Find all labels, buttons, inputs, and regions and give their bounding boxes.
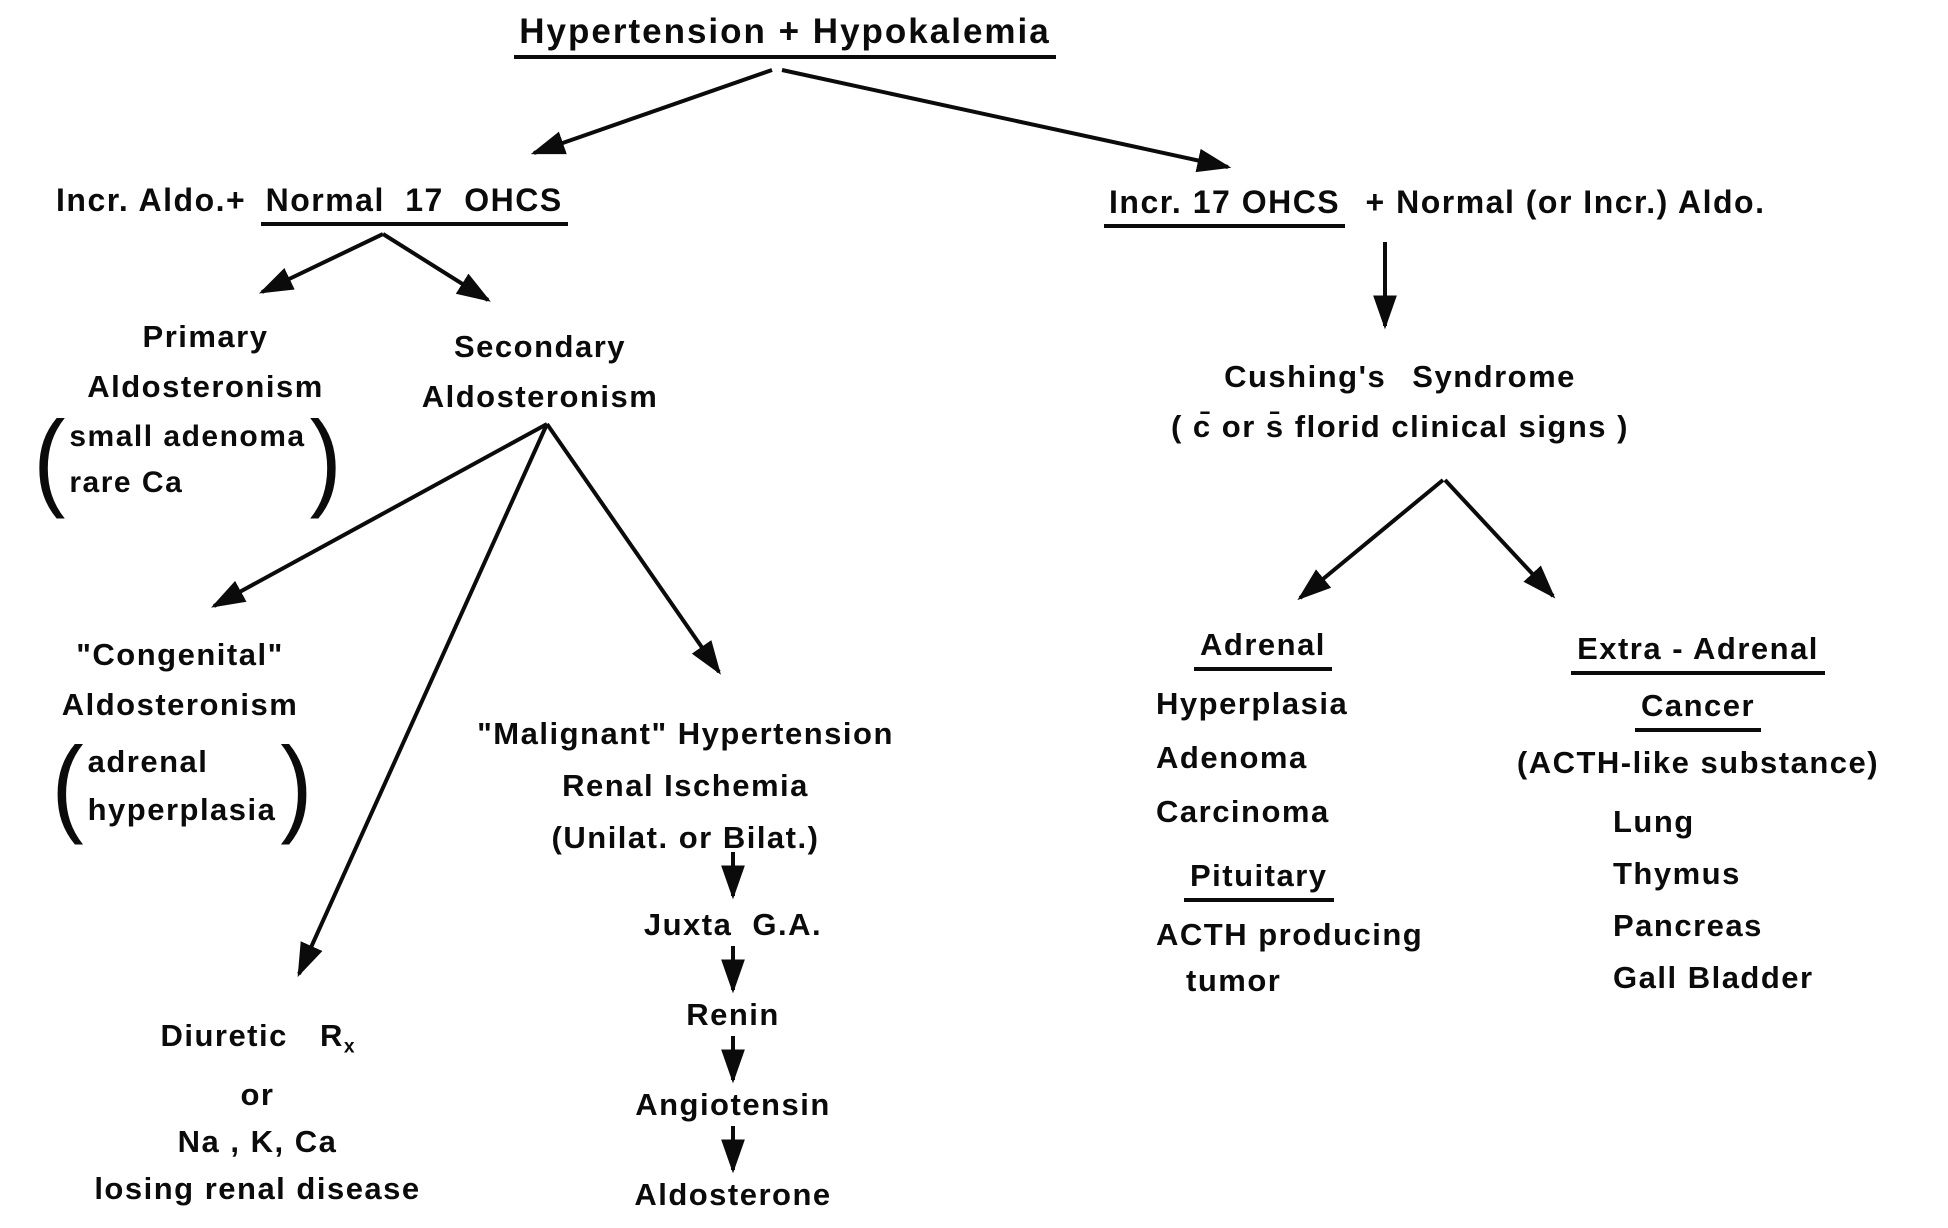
node-aldosterone: Aldosterone xyxy=(634,1177,832,1212)
arrow-cushings-to-adrenal xyxy=(1297,478,1445,601)
close-paren: ) xyxy=(309,399,342,520)
diuretic-word: Diuretic xyxy=(160,1018,288,1053)
primary-line2: Aldosteronism xyxy=(87,369,324,404)
congenital-paren-note: ( adrenal hyperplasia ) xyxy=(42,728,322,844)
diuretic-line4: losing renal disease xyxy=(94,1170,421,1206)
secondary-line1: Secondary xyxy=(453,329,626,364)
malignant-line1: "Malignant" Hypertension xyxy=(477,716,894,751)
adrenal-item: Hyperplasia xyxy=(1156,686,1349,721)
diuretic-line1: Diuretic Rx xyxy=(25,1012,490,1071)
pituitary-items: ACTH producing tumor xyxy=(1156,912,1486,1004)
extra-adrenal-item: Pancreas xyxy=(1613,908,1763,943)
left-branch-header: Incr. Aldo.+ Normal 17 OHCS xyxy=(56,178,568,226)
adrenal-header-wrap: Adrenal xyxy=(1194,620,1486,671)
node-malignant-hypertension: "Malignant" Hypertension Renal Ischemia … xyxy=(448,708,923,864)
diuretic-line2: or xyxy=(240,1076,275,1112)
arrow-leftheader-to-primary xyxy=(258,232,384,294)
pituitary-header: Pituitary xyxy=(1184,856,1334,902)
malignant-line3: (Unilat. or Bilat.) xyxy=(551,820,820,855)
secondary-line2: Aldosteronism xyxy=(421,379,659,414)
node-renin: Renin xyxy=(686,997,780,1032)
adrenal-item: Adenoma xyxy=(1156,740,1308,775)
left-header-underlined: Normal 17 OHCS xyxy=(260,182,568,226)
primary-paren-line1: small adenoma xyxy=(69,420,306,453)
primary-paren-line2: rare Ca xyxy=(69,466,184,499)
open-paren: ( xyxy=(33,399,66,520)
right-header-suffix: + Normal (or Incr.) Aldo. xyxy=(1365,184,1766,220)
node-juxta-ga: Juxta G.A. xyxy=(643,907,823,942)
pituitary-item-line2: tumor xyxy=(1186,963,1282,998)
node-extra-adrenal-column: Extra - Adrenal Cancer (ACTH-like substa… xyxy=(1448,624,1948,1004)
rx-symbol: Rx xyxy=(319,1018,355,1058)
acth-like-subtitle: (ACTH-like substance) xyxy=(1516,745,1880,780)
arrow-title-to-left-branch xyxy=(530,68,773,155)
node-congenital-aldosteronism: "Congenital" Aldosteronism xyxy=(30,630,330,730)
congenital-paren-line1: adrenal xyxy=(87,744,209,779)
diuretic-line3: Na , K, Ca xyxy=(177,1123,338,1159)
cancer-header: Cancer xyxy=(1634,686,1762,732)
node-diuretic-renal-loss: Diuretic Rx or Na , K, Ca losing renal d… xyxy=(25,1012,490,1212)
malignant-line2: Renal Ischemia xyxy=(562,768,809,803)
primary-paren-note: ( small adenoma rare Ca ) xyxy=(10,404,365,516)
primary-line1: Primary xyxy=(142,319,269,354)
close-paren: ) xyxy=(280,725,313,846)
extra-adrenal-item: Gall Bladder xyxy=(1613,960,1814,995)
node-angiotensin: Angiotensin xyxy=(635,1087,831,1122)
pituitary-header-wrap: Pituitary xyxy=(1184,851,1486,902)
extra-adrenal-header: Extra - Adrenal xyxy=(1571,629,1825,675)
congenital-line2: Aldosteronism xyxy=(61,687,299,722)
arrow-cushings-to-extra-adrenal xyxy=(1443,478,1556,599)
right-header-underlined: Incr. 17 OHCS xyxy=(1104,184,1346,228)
node-cushings-syndrome: Cushing's Syndrome ( c̄ or s̄ florid cli… xyxy=(1140,352,1660,452)
cushings-line1: Cushing's Syndrome xyxy=(1224,359,1576,394)
extra-adrenal-items: Lung Thymus Pancreas Gall Bladder xyxy=(1613,796,1948,1004)
cancer-header-wrap: Cancer xyxy=(1448,681,1948,732)
congenital-paren-line2: hyperplasia xyxy=(87,792,277,827)
pituitary-item-line1: ACTH producing xyxy=(1156,917,1424,952)
diagram-title: Hypertension + Hypokalemia xyxy=(480,8,1090,59)
arrow-leftheader-to-secondary xyxy=(381,232,491,302)
node-secondary-aldosteronism: Secondary Aldosteronism xyxy=(380,322,700,422)
extra-adrenal-item: Lung xyxy=(1613,804,1695,839)
open-paren: ( xyxy=(51,725,84,846)
right-branch-header: Incr. 17 OHCS + Normal (or Incr.) Aldo. xyxy=(1104,180,1766,228)
node-adrenal-column: Adrenal Hyperplasia Adenoma Carcinoma Pi… xyxy=(1156,620,1486,1004)
congenital-line1: "Congenital" xyxy=(76,637,284,672)
arrow-secondary-to-malignant xyxy=(545,422,721,675)
left-header-prefix: Incr. Aldo.+ xyxy=(56,182,247,218)
adrenal-header: Adrenal xyxy=(1194,625,1332,671)
adrenal-item: Carcinoma xyxy=(1156,794,1330,829)
title-text: Hypertension + Hypokalemia xyxy=(514,12,1056,59)
node-primary-aldosteronism: Primary Aldosteronism xyxy=(48,312,363,412)
extra-adrenal-header-wrap: Extra - Adrenal xyxy=(1448,624,1948,675)
adrenal-items: Hyperplasia Adenoma Carcinoma xyxy=(1156,677,1486,839)
extra-adrenal-item: Thymus xyxy=(1613,856,1741,891)
cushings-line2: ( c̄ or s̄ florid clinical signs ) xyxy=(1171,409,1629,444)
arrow-title-to-right-branch xyxy=(781,68,1232,173)
